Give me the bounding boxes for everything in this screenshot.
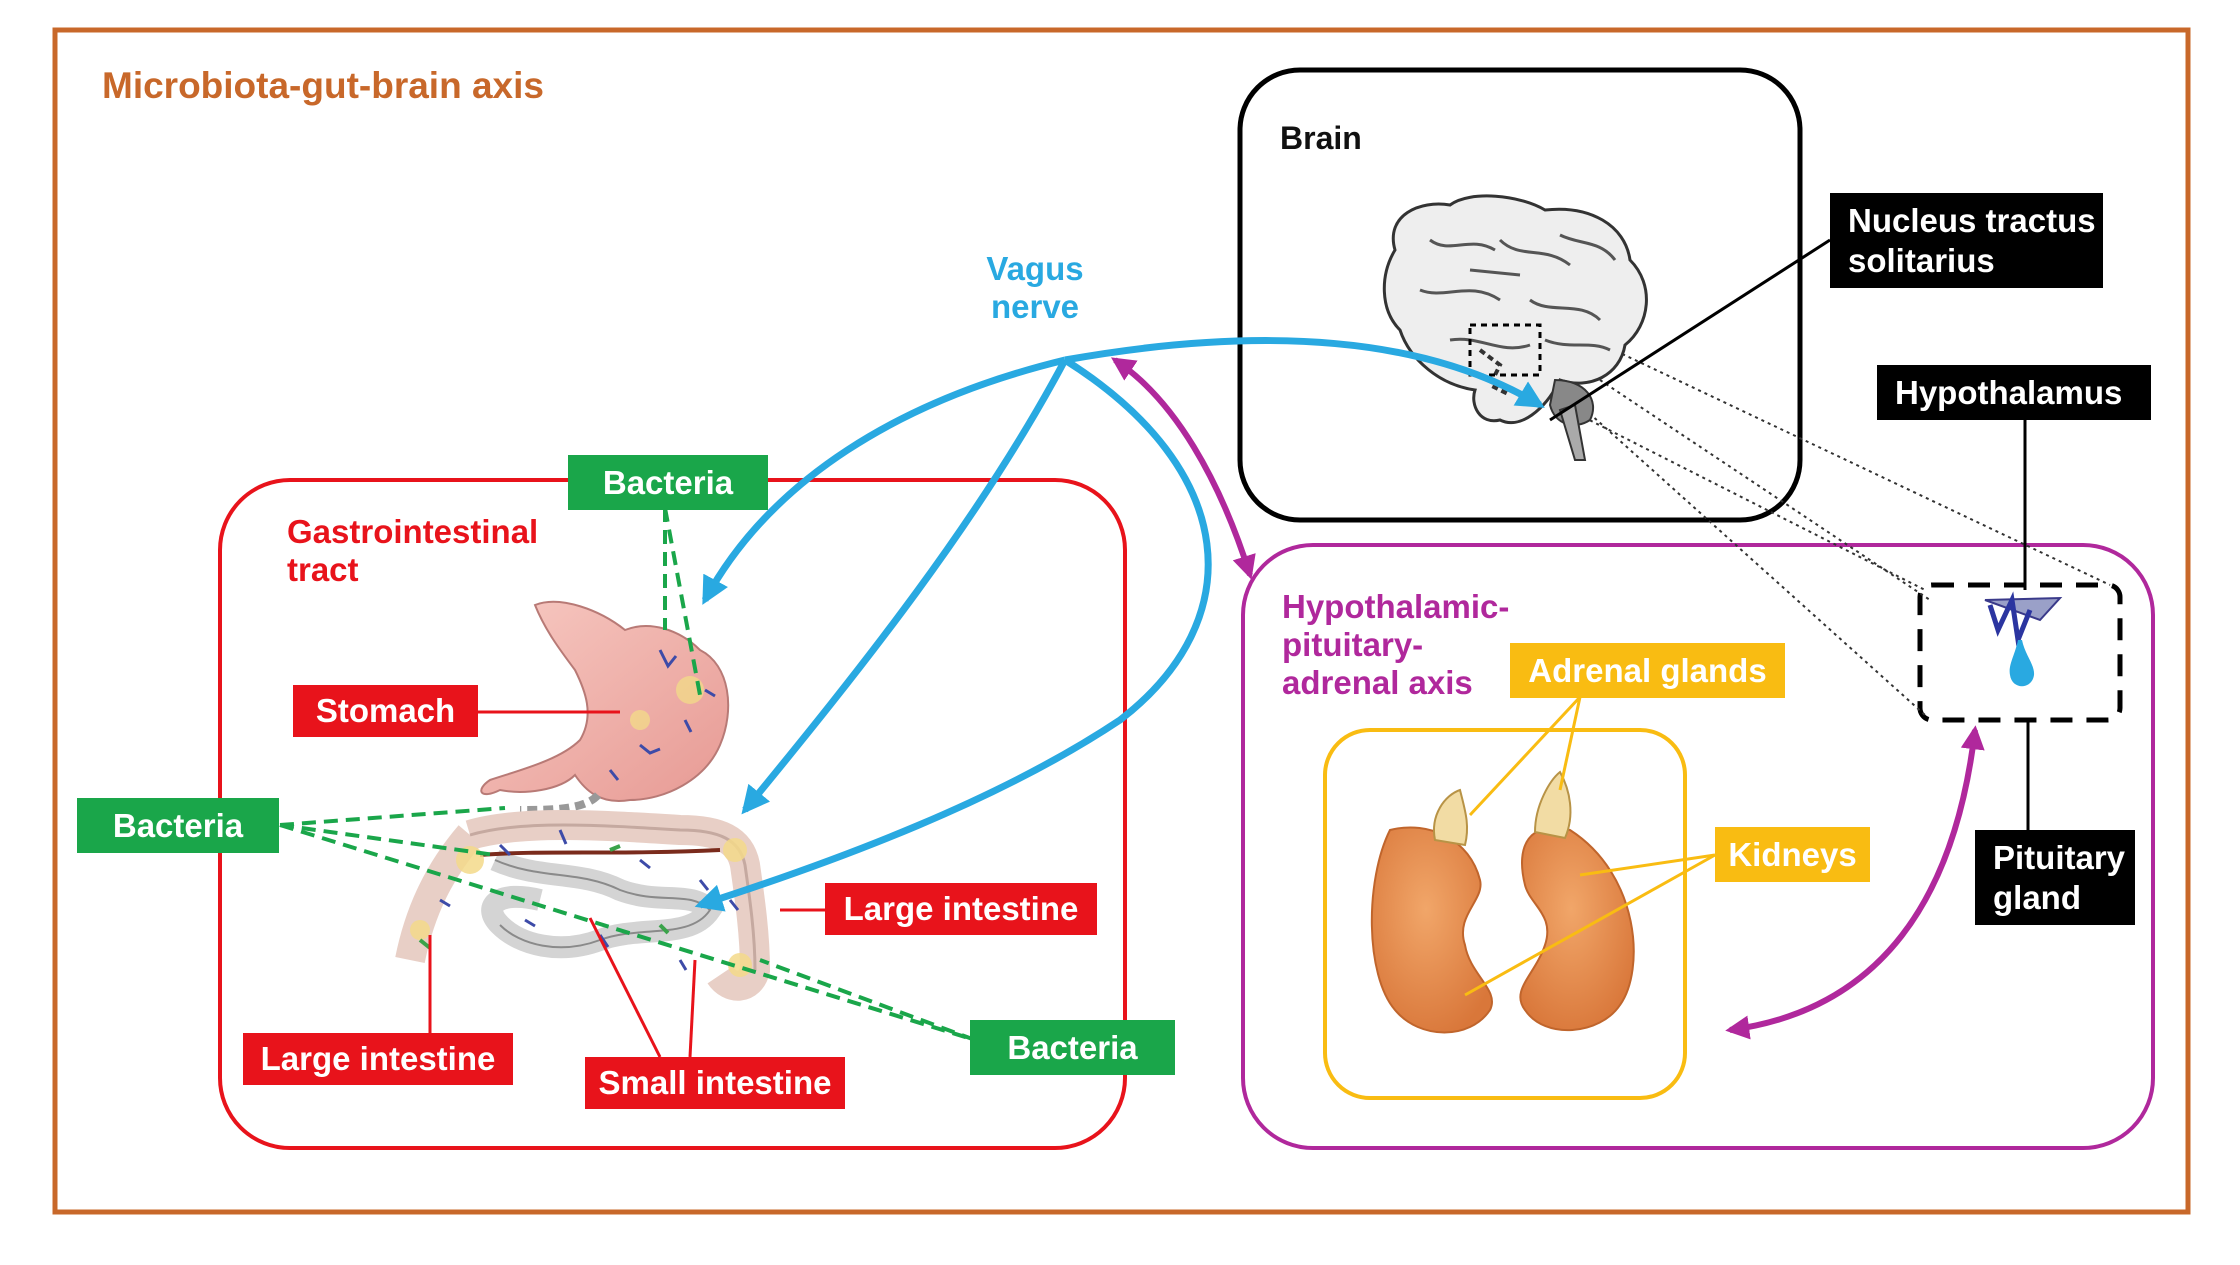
diagram-title: Microbiota-gut-brain axis — [102, 65, 544, 106]
brain-label: Brain — [1280, 120, 1362, 156]
bacteria-top-label: Bacteria — [568, 455, 768, 510]
large-intestine-right-label: Large intestine — [825, 883, 1097, 935]
bacteria-bottom-label: Bacteria — [970, 1020, 1175, 1075]
outer-frame — [52, 27, 2191, 1215]
vagus-nerve-label: Vagus nerve — [986, 250, 1084, 325]
pituitary-dashed-box — [1917, 582, 2123, 723]
hypothalamus-label: Hypothalamus — [1877, 365, 2151, 420]
hpa-region — [1241, 543, 2155, 1150]
hpa-arrows — [1111, 357, 1985, 1040]
kidney-region — [1323, 728, 1687, 1100]
stomach-label: Stomach — [293, 685, 478, 737]
pituitary-gland-label: Pituitary gland — [1975, 830, 2135, 925]
bacteria-left-label: Bacteria — [77, 798, 279, 853]
stomach-illustration — [480, 600, 730, 814]
hypothalamus-pituitary-icon — [1984, 591, 2063, 687]
large-intestine-left-label: Large intestine — [243, 1033, 513, 1085]
small-intestine-label: Small intestine — [585, 1057, 845, 1109]
brain-region — [1237, 67, 1803, 523]
bacteria-connectors — [279, 507, 976, 1042]
hpa-axis-label: Hypothalamic-pituitary-adrenal axis — [1282, 588, 1510, 701]
kidney-illustration — [1370, 770, 1635, 1034]
kidneys-label: Kidneys — [1715, 827, 1870, 882]
adrenal-glands-label: Adrenal glands — [1510, 643, 1785, 698]
gi-tract-label: Gastrointestinal tract — [287, 513, 539, 588]
brain-illustration — [1382, 194, 1648, 461]
leader-lines — [428, 238, 2030, 1058]
nucleus-tractus-solitarius-label: Nucleus tractus solitarius — [1830, 193, 2103, 288]
